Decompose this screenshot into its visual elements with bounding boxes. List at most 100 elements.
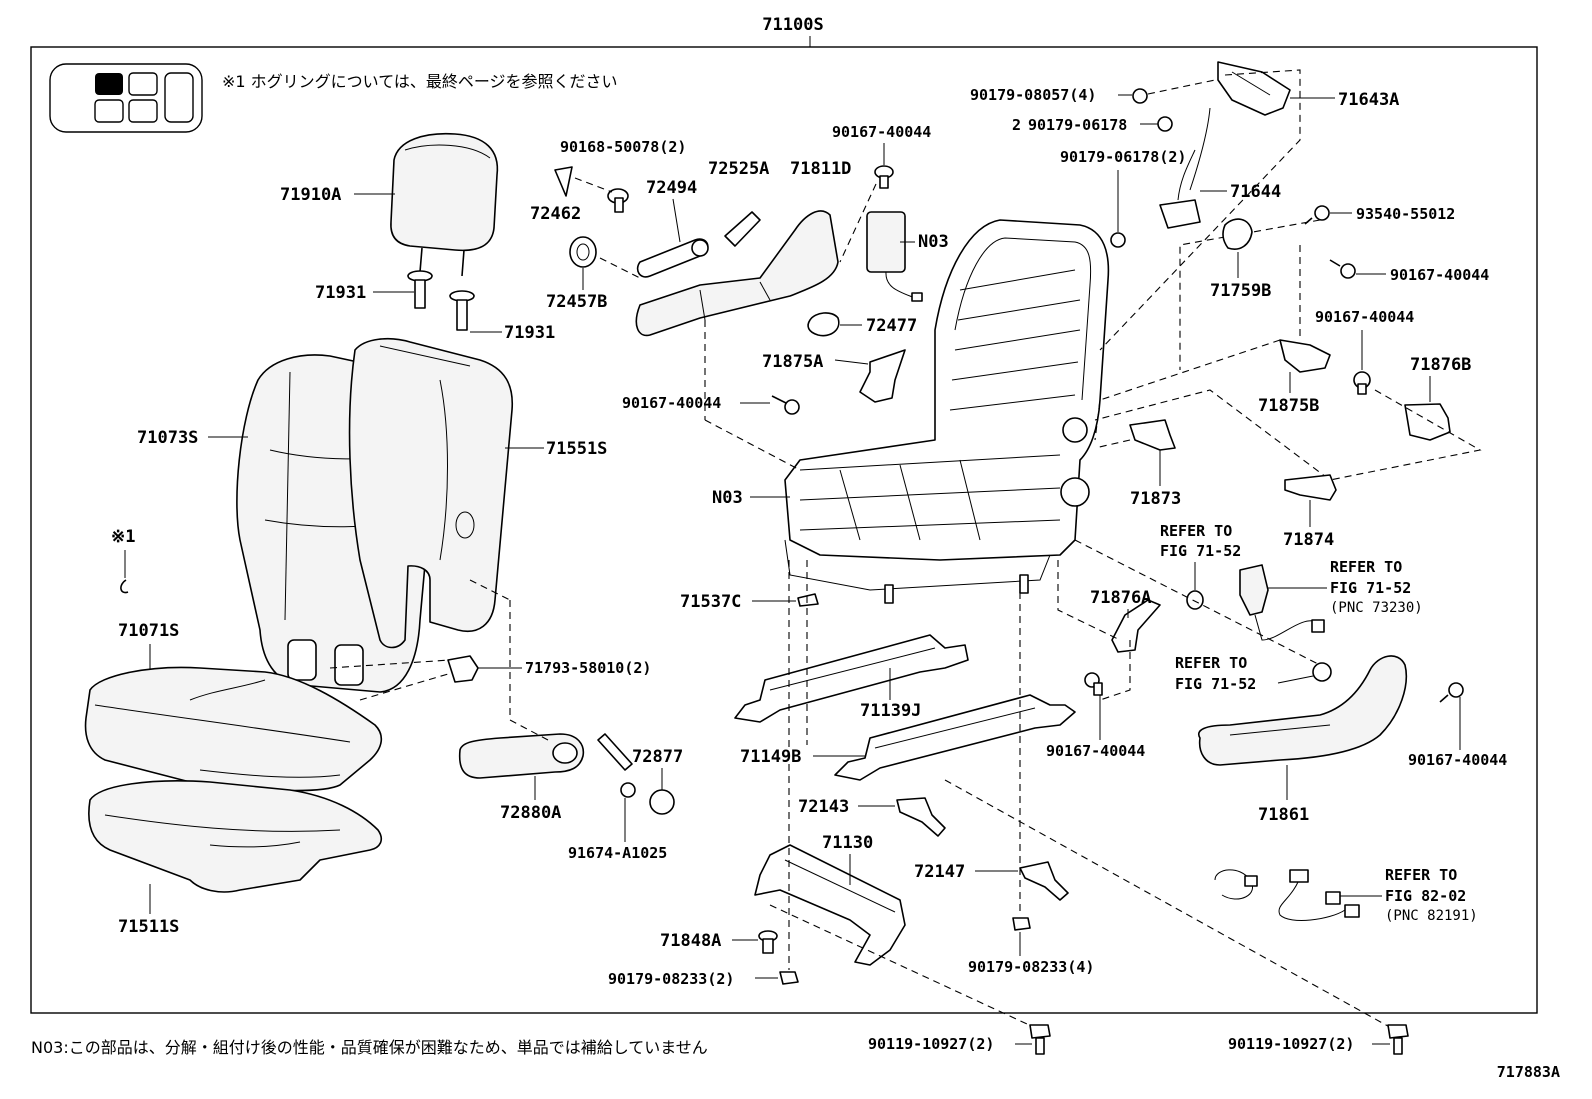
- reference-fig-71-52-c: FIG 71-52: [1175, 675, 1256, 693]
- label-N03-frame: N03: [712, 488, 743, 508]
- seat-cushion-cover: [84, 666, 383, 792]
- label-91674-A1025: 91674-A1025: [568, 844, 667, 862]
- assembly-frame: [30, 46, 1538, 1014]
- bolt-90119-left: [1029, 1024, 1051, 1055]
- label-90179-06178-a: 90179-06178: [1028, 116, 1127, 134]
- screw-90167-mid: [1084, 672, 1103, 696]
- reference-pnc-73230: (PNC 73230): [1330, 600, 1423, 616]
- bracket-72147: [1019, 861, 1069, 901]
- label-72462: 72462: [530, 204, 581, 224]
- label-71073S: 71073S: [137, 428, 198, 448]
- label-90179-08057: 90179-08057(4): [970, 86, 1096, 104]
- n03-note: N03:この部品は、分解・組付け後の性能・品質確保が困難なため、単品では補給して…: [31, 1038, 708, 1057]
- hog-ring-note: ※1 ホグリングについては、最終ページを参照ください: [222, 72, 618, 91]
- screw-90167-top: [874, 165, 894, 189]
- screw-90167-left: [771, 395, 800, 415]
- reference-fig-71-52-b: FIG 71-52: [1330, 579, 1411, 597]
- armrest: [458, 733, 585, 779]
- label-71537C: 71537C: [680, 592, 741, 612]
- label-90119-10927-left: 90119-10927(2): [868, 1035, 994, 1053]
- cover-72525A: [724, 211, 761, 247]
- label-72147: 72147: [914, 862, 965, 882]
- reference-fig-82-02: FIG 82-02: [1385, 887, 1466, 905]
- label-71130: 71130: [822, 833, 873, 853]
- label-90179-08233-2: 90179-08233(2): [608, 970, 734, 988]
- knob-72457B: [569, 236, 597, 268]
- cover-71759B: [1222, 218, 1253, 250]
- hog-ring-icon: [120, 579, 129, 594]
- wire-harness: [1214, 869, 1360, 921]
- seatback-pad: [348, 337, 514, 649]
- label-93540-55012: 93540-55012: [1356, 205, 1455, 223]
- label-90167-r2: 90167-40044: [1315, 308, 1414, 326]
- airbag-N03: [866, 211, 923, 302]
- seat-rail-71139J: [734, 634, 969, 723]
- reference-fig-71-52-a: FIG 71-52: [1160, 542, 1241, 560]
- label-72457B: 72457B: [546, 292, 607, 312]
- label-90167-r1: 90167-40044: [1390, 266, 1489, 284]
- seat-clip: [447, 655, 479, 683]
- armrest-bolt: [597, 733, 636, 798]
- label-71848A: 71848A: [660, 931, 721, 951]
- nut-90179-06178-a: [1157, 116, 1173, 132]
- stud-71848A: [758, 930, 778, 954]
- label-71139J: 71139J: [860, 701, 921, 721]
- label-71811D: 71811D: [790, 159, 851, 179]
- label-71875B: 71875B: [1258, 396, 1319, 416]
- nut-90179-06178-b: [1110, 232, 1126, 248]
- label-90179-06178-b: 90179-06178(2): [1060, 148, 1186, 166]
- nut-90179-08057: [1132, 88, 1148, 104]
- clip-71537C: [797, 593, 819, 607]
- bolt-90119-right: [1387, 1024, 1409, 1055]
- label-72143: 72143: [798, 797, 849, 817]
- headrest: [390, 132, 499, 277]
- seatbelt-buckle: [1239, 564, 1325, 641]
- reference-refer-to-a: REFER TO: [1160, 522, 1232, 540]
- label-90167-far: 90167-40044: [1408, 751, 1507, 769]
- assembly-number: 71100S: [762, 15, 823, 35]
- cap-72462: [554, 166, 573, 197]
- seat-rail-71149B: [834, 694, 1076, 781]
- cable-71644: [1159, 149, 1201, 229]
- label-71931-upper: 71931: [315, 283, 366, 303]
- label-90167-mid: 90167-40044: [1046, 742, 1145, 760]
- recliner-71643A: [1217, 61, 1291, 116]
- bracket-71875B: [1279, 339, 1331, 373]
- recliner-cover-71811D: [635, 210, 839, 337]
- label-71874: 71874: [1283, 530, 1334, 550]
- screw-90167-far: [1439, 682, 1464, 703]
- nut-90179-08233-2: [779, 971, 799, 985]
- label-71873: 71873: [1130, 489, 1181, 509]
- label-71511S: 71511S: [118, 917, 179, 937]
- label-72494: 72494: [646, 178, 697, 198]
- label-71643A: 71643A: [1338, 90, 1399, 110]
- headrest-support-right: [449, 290, 475, 331]
- label-90167-left: 90167-40044: [622, 394, 721, 412]
- ring-72477: [807, 312, 840, 337]
- label-71793-58010: 71793-58010(2): [525, 659, 651, 677]
- seat-cushion-pad: [88, 780, 382, 893]
- bracket-71876A: [1111, 599, 1161, 653]
- label-90167-top: 90167-40044: [832, 123, 931, 141]
- bracket-71876B: [1404, 403, 1451, 441]
- reference-refer-to-d: REFER TO: [1385, 866, 1457, 884]
- lower-rail-71130: [754, 844, 906, 966]
- reference-refer-to-c: REFER TO: [1175, 654, 1247, 672]
- label-71149B: 71149B: [740, 747, 801, 767]
- bracket-71873: [1129, 419, 1176, 451]
- label-72525A: 72525A: [708, 159, 769, 179]
- label-71876B: 71876B: [1410, 355, 1471, 375]
- seat-frame: [784, 219, 1110, 604]
- label-71861: 71861: [1258, 805, 1309, 825]
- seat-position-icon: [49, 63, 203, 133]
- washer-fig71-52: [1186, 590, 1204, 610]
- label-90179-08233-4: 90179-08233(4): [968, 958, 1094, 976]
- label-90119-10927-right: 90119-10927(2): [1228, 1035, 1354, 1053]
- lever-72494: [636, 238, 709, 278]
- label-2: 2: [1012, 116, 1021, 134]
- label-72877: 72877: [632, 747, 683, 767]
- bracket-71875A: [859, 349, 906, 403]
- label-71875A: 71875A: [762, 352, 823, 372]
- reference-pnc-82191: (PNC 82191): [1385, 908, 1478, 924]
